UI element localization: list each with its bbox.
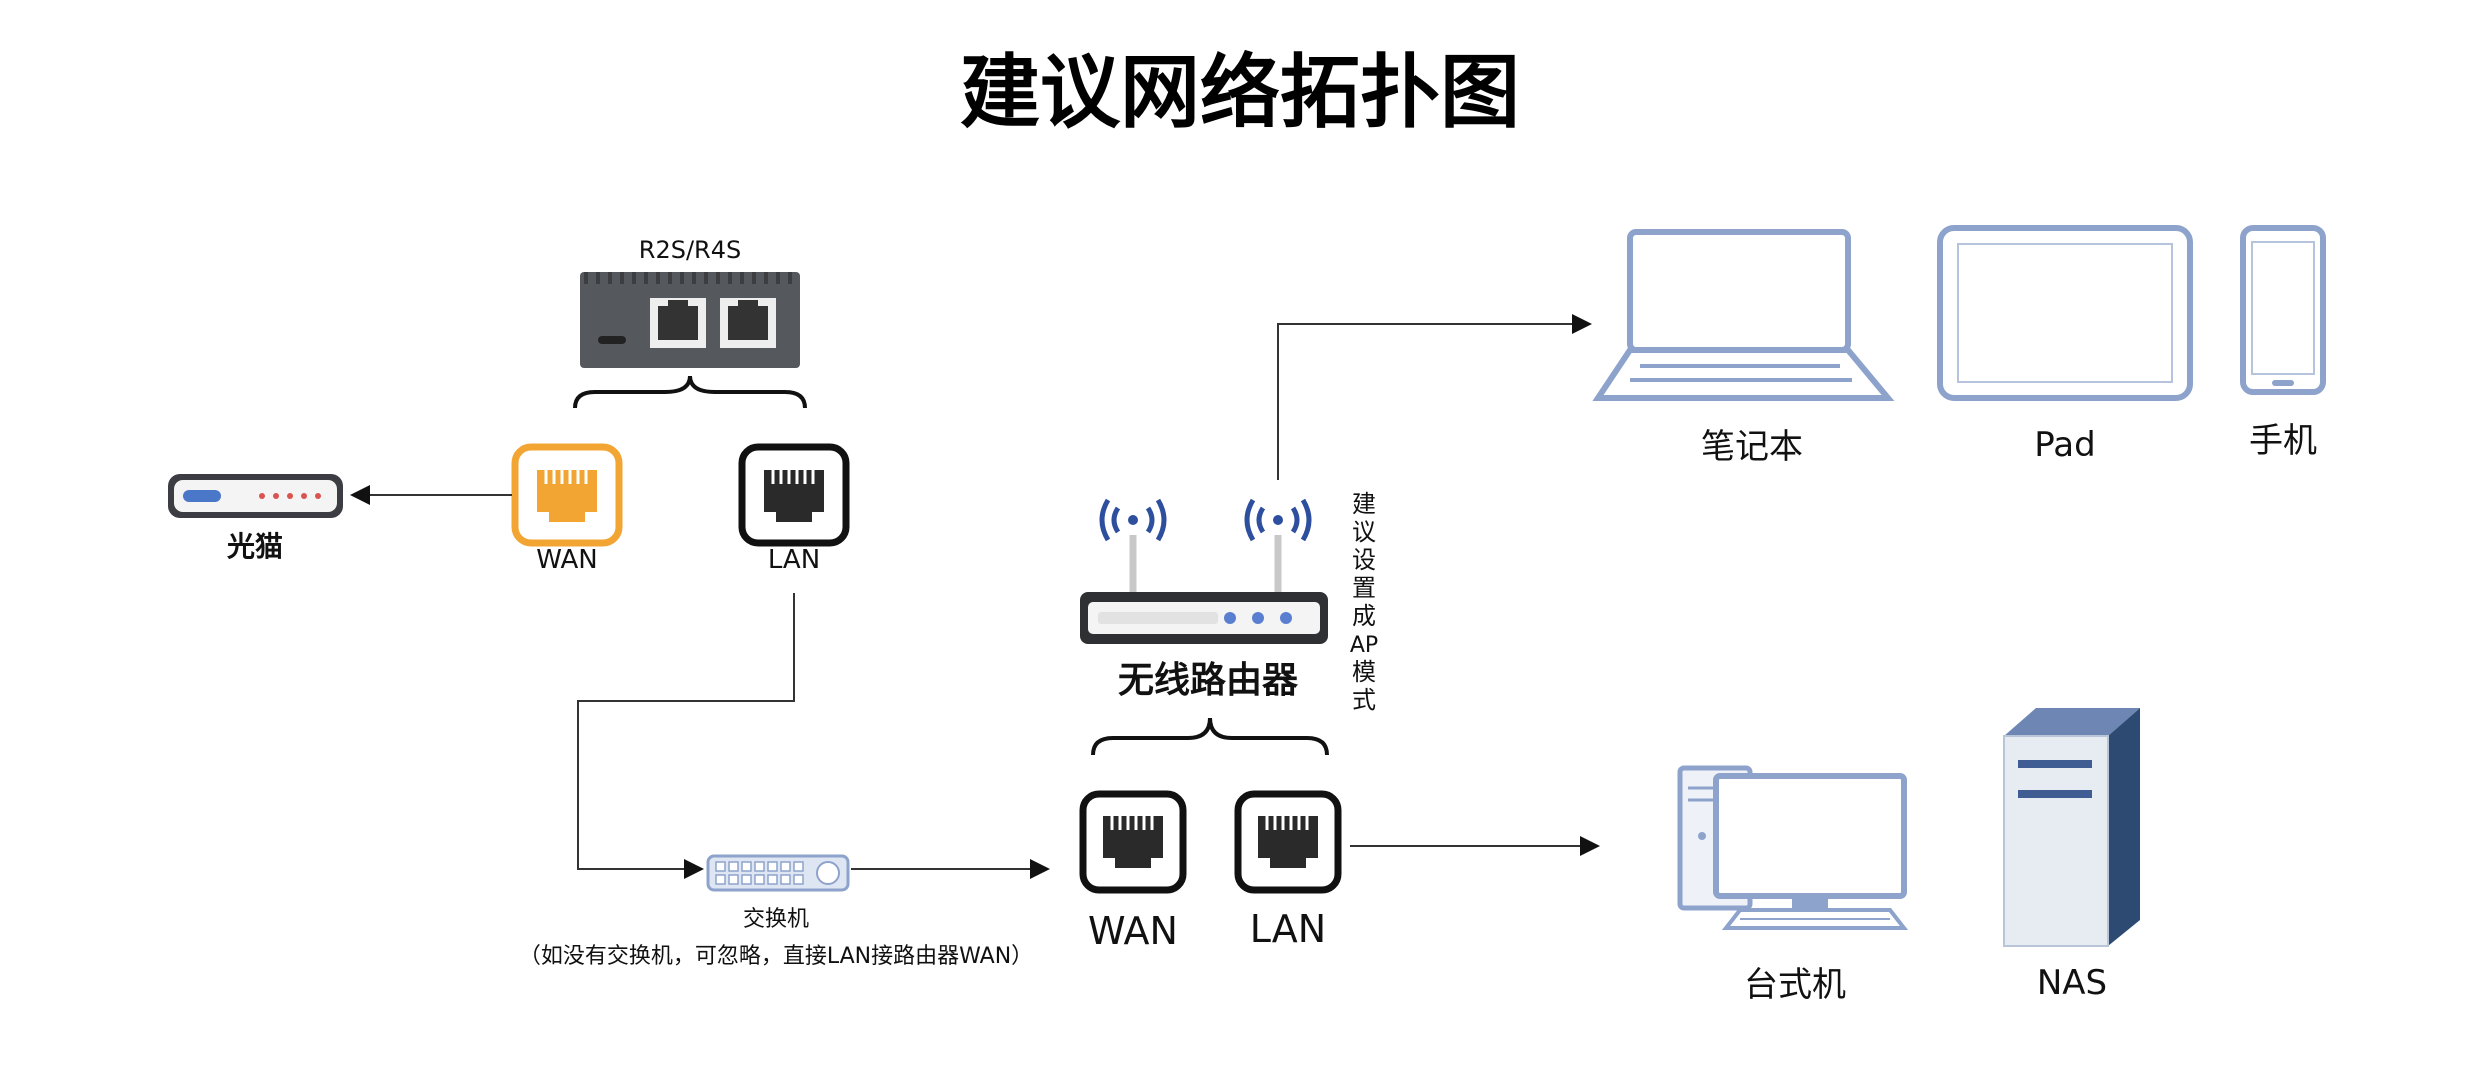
diagram-title: 建议网络拓扑图 [960, 46, 1520, 139]
wifi-signal-icon [1099, 498, 1312, 542]
switch-label: 交换机 [743, 907, 809, 932]
ethernet-port-icon [1258, 816, 1318, 868]
modem-label: 光猫 [226, 530, 283, 563]
ap-note-char: 议 [1352, 518, 1376, 546]
ap-note-char: AP [1350, 633, 1378, 658]
desktop-label: 台式机 [1744, 965, 1846, 1005]
ap-note-char: 模 [1352, 658, 1376, 686]
ethernet-port-icon [1103, 816, 1163, 868]
switch-device: 交换机 （如没有交换机，可忽略，直接LAN接路由器WAN） [519, 854, 1033, 969]
r2s-port-left-icon [650, 298, 706, 348]
r2s-lan-label: LAN [768, 545, 820, 575]
ap-note-char: 成 [1352, 602, 1376, 630]
r2s-wan-label: WAN [536, 545, 598, 575]
router-label: 无线路由器 [1118, 660, 1299, 701]
nas-device: NAS [2003, 708, 2140, 1003]
router-wan-label: WAN [1088, 909, 1178, 953]
r2s-brace [573, 375, 807, 409]
switch-note: （如没有交换机，可忽略，直接LAN接路由器WAN） [519, 944, 1033, 969]
ap-note-char: 置 [1352, 574, 1376, 602]
pad-label: Pad [2034, 425, 2095, 465]
desktop-device: 台式机 [1677, 765, 1909, 1005]
r2s-port-right-icon [720, 298, 776, 348]
r2s-label: R2S/R4S [639, 236, 741, 264]
r2s-wan-port: WAN [511, 443, 623, 575]
pad-device: Pad [1937, 225, 2193, 465]
ap-note-char: 设 [1352, 546, 1376, 574]
router-lan-label: LAN [1250, 907, 1326, 951]
laptop-device: 笔记本 [1592, 229, 1895, 467]
phone-device: 手机 [2240, 225, 2326, 461]
r2s-device: R2S/R4S [573, 236, 807, 409]
laptop-label: 笔记本 [1701, 427, 1803, 467]
ethernet-port-icon [764, 470, 824, 522]
desktop-monitor-icon [1713, 773, 1907, 899]
r2s-lan-port: LAN [738, 443, 850, 575]
modem-device: 光猫 [168, 474, 343, 563]
router-to-mobile-line [1277, 314, 1592, 480]
ap-mode-note: 建 议 设 置 成 AP 模 式 [1350, 490, 1378, 714]
nas-icon [2003, 735, 2109, 947]
router-wan-port: WAN [1079, 790, 1187, 953]
router-brace [1091, 717, 1329, 756]
nas-label: NAS [2037, 963, 2107, 1003]
ethernet-port-icon [537, 470, 597, 522]
router-lan-port: LAN [1234, 790, 1342, 951]
connections [350, 314, 1600, 879]
lan-to-switch-line [577, 593, 795, 879]
phone-label: 手机 [2249, 421, 2317, 461]
ap-note-char: 建 [1352, 490, 1376, 518]
router-device: 无线路由器 [1080, 498, 1329, 756]
ap-note-char: 式 [1352, 686, 1376, 714]
